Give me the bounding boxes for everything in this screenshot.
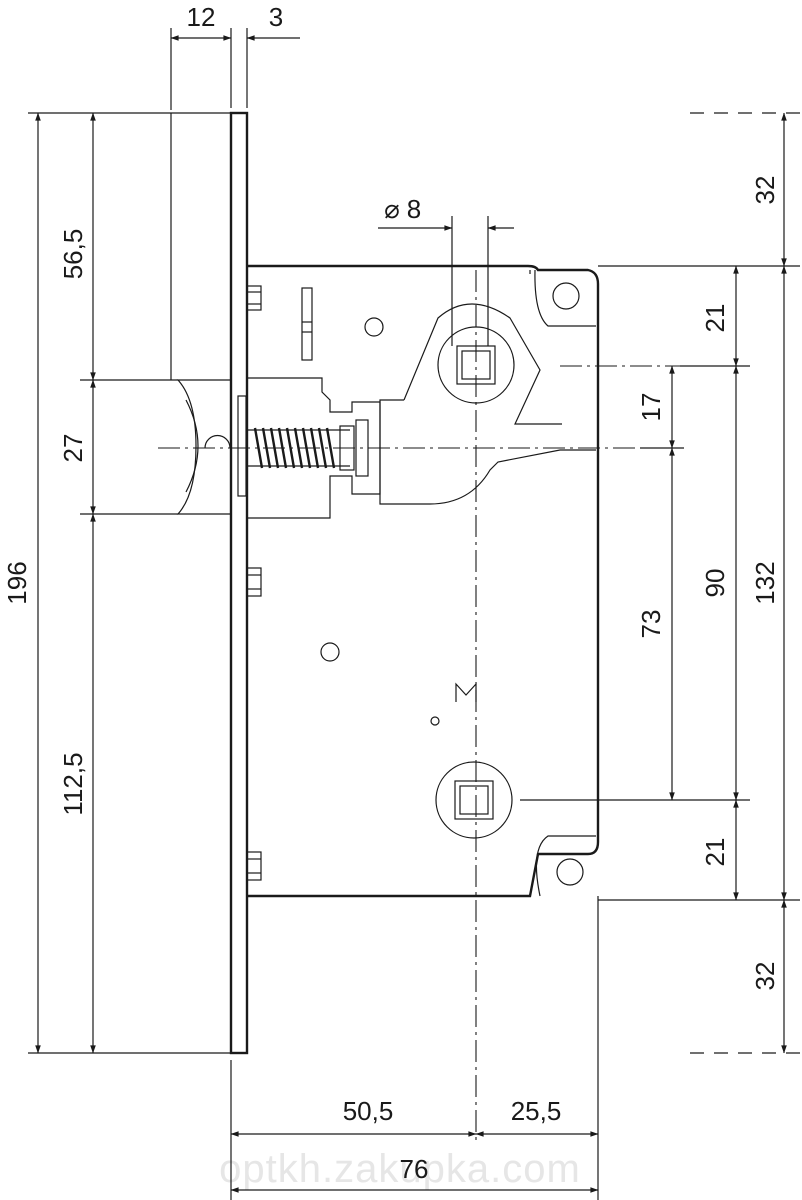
dim-50-5: 50,5 (343, 1096, 394, 1126)
dim-25-5: 25,5 (511, 1096, 562, 1126)
lock-body (246, 264, 600, 898)
dim-90: 90 (700, 569, 730, 598)
diameter-symbol: ⌀ (384, 194, 400, 224)
screw-middle (246, 567, 262, 597)
dim-27: 27 (58, 434, 88, 463)
faceplate (229, 111, 249, 1055)
screw-bottom (246, 851, 262, 881)
dim-76: 76 (400, 1154, 429, 1184)
dim-21-top: 21 (700, 304, 730, 333)
dim-diameter-8: 8 (407, 194, 421, 224)
dim-3: 3 (269, 2, 283, 32)
dim-196: 196 (2, 561, 32, 604)
mounting-hole-bottom (556, 858, 584, 886)
screw-top (246, 285, 262, 311)
dim-112-5: 112,5 (58, 752, 88, 815)
centerlines (158, 270, 680, 1140)
dim-32-top: 32 (750, 176, 780, 205)
dimension-lines (35, 35, 787, 1193)
dim-132: 132 (750, 561, 780, 604)
dimension-labels: 12 3 196 56,5 27 112,5 32 132 32 21 90 2… (2, 2, 780, 1184)
dim-73: 73 (636, 610, 666, 639)
dim-21-bottom: 21 (700, 838, 730, 867)
dim-56-5: 56,5 (58, 229, 88, 280)
mounting-hole-top (552, 282, 580, 310)
dim-12: 12 (187, 2, 216, 32)
extension-lines (28, 28, 800, 1200)
dim-32-bottom: 32 (750, 962, 780, 991)
dim-17: 17 (636, 393, 666, 422)
lower-spindle (435, 761, 513, 839)
watermark: optkh.zakupka.com (219, 1147, 581, 1191)
